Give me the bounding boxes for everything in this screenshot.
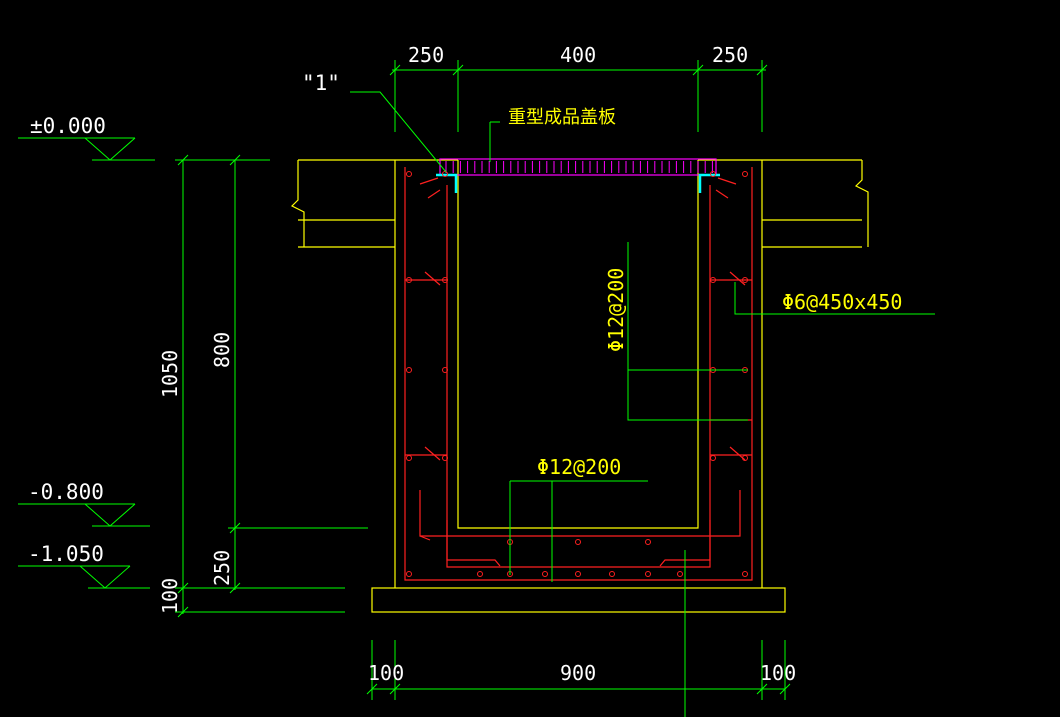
tie-bar-label: Φ6@450x450 (782, 290, 902, 314)
dim-top-left: 250 (408, 43, 444, 67)
angle-iron-right (698, 173, 720, 193)
rebar-bottom-label: Φ12@200 (537, 455, 621, 479)
level-label-2: -1.050 (28, 542, 104, 566)
rebar-cage (404, 167, 753, 581)
dim-bottom-left: 100 (368, 661, 404, 685)
rebar-wall-label: Φ12@200 (604, 268, 628, 352)
trench-concrete-outline (290, 159, 869, 613)
dim-bottom-right: 100 (760, 661, 796, 685)
dimension-lines (175, 60, 791, 700)
cover-plate-label: 重型成品盖板 (508, 107, 616, 128)
level-marker-2 (18, 565, 150, 589)
dim-left-total: 1050 (158, 350, 182, 398)
heavy-cover-plate (439, 158, 717, 176)
dim-inner-bottom: 250 (210, 550, 234, 586)
level-marker-0 (18, 137, 155, 161)
dim-bottom-middle: 900 (560, 661, 596, 685)
level-marker-1 (18, 503, 150, 527)
detail-mark-label: "1" (302, 71, 340, 95)
dim-left-base: 100 (158, 578, 182, 614)
dim-top-middle: 400 (560, 43, 596, 67)
level-label-1: -0.800 (28, 480, 104, 504)
level-label-0: ±0.000 (30, 114, 106, 138)
dim-inner-depth: 800 (210, 332, 234, 368)
leader-lines (350, 91, 935, 717)
dim-top-right: 250 (712, 43, 748, 67)
